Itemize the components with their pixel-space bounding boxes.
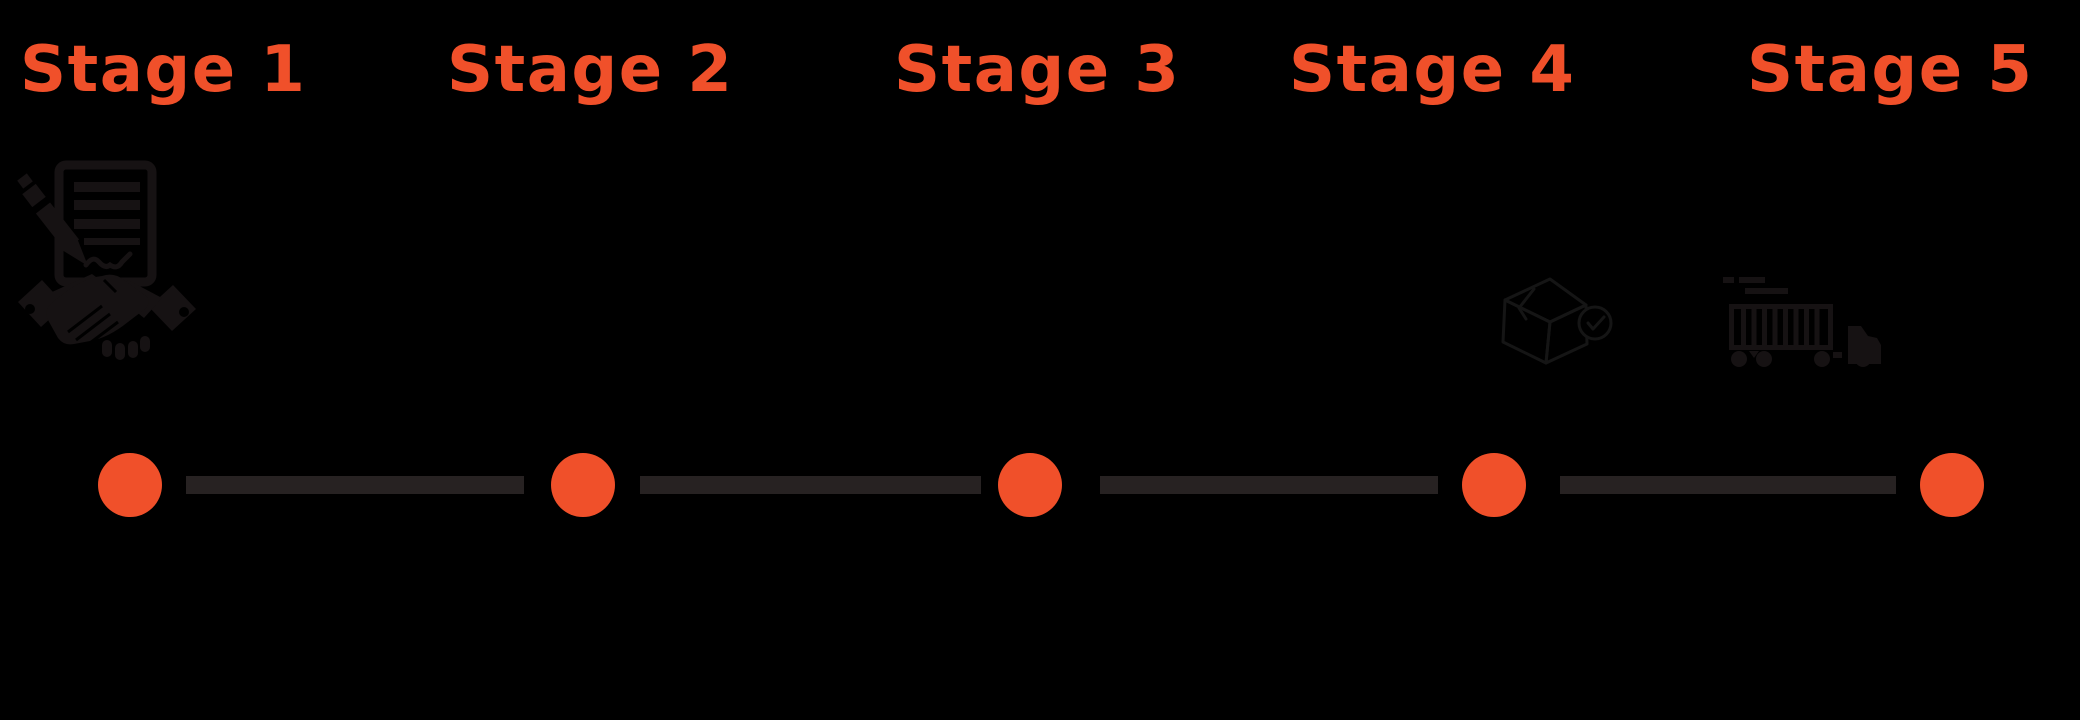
timeline-dot-1 — [98, 453, 162, 517]
timeline-dot-3 — [998, 453, 1062, 517]
stage-1-label: Stage 1 — [20, 33, 307, 107]
stage-2-label: Stage 2 — [447, 33, 734, 107]
contract-signing-handshake-icon — [17, 160, 196, 360]
package-check-icon — [1501, 277, 1613, 365]
stage-4-label: Stage 4 — [1289, 33, 1576, 107]
timeline-connector-1 — [186, 476, 524, 494]
timeline-dot-4 — [1462, 453, 1526, 517]
stage-5-label: Stage 5 — [1747, 33, 2034, 107]
timeline-connector-3 — [1100, 476, 1438, 494]
timeline-connector-2 — [640, 476, 981, 494]
stage-3-label: Stage 3 — [894, 33, 1181, 107]
timeline-connector-4 — [1560, 476, 1896, 494]
delivery-truck-icon — [1723, 277, 1881, 367]
timeline-dot-5 — [1920, 453, 1984, 517]
timeline-dot-2 — [551, 453, 615, 517]
